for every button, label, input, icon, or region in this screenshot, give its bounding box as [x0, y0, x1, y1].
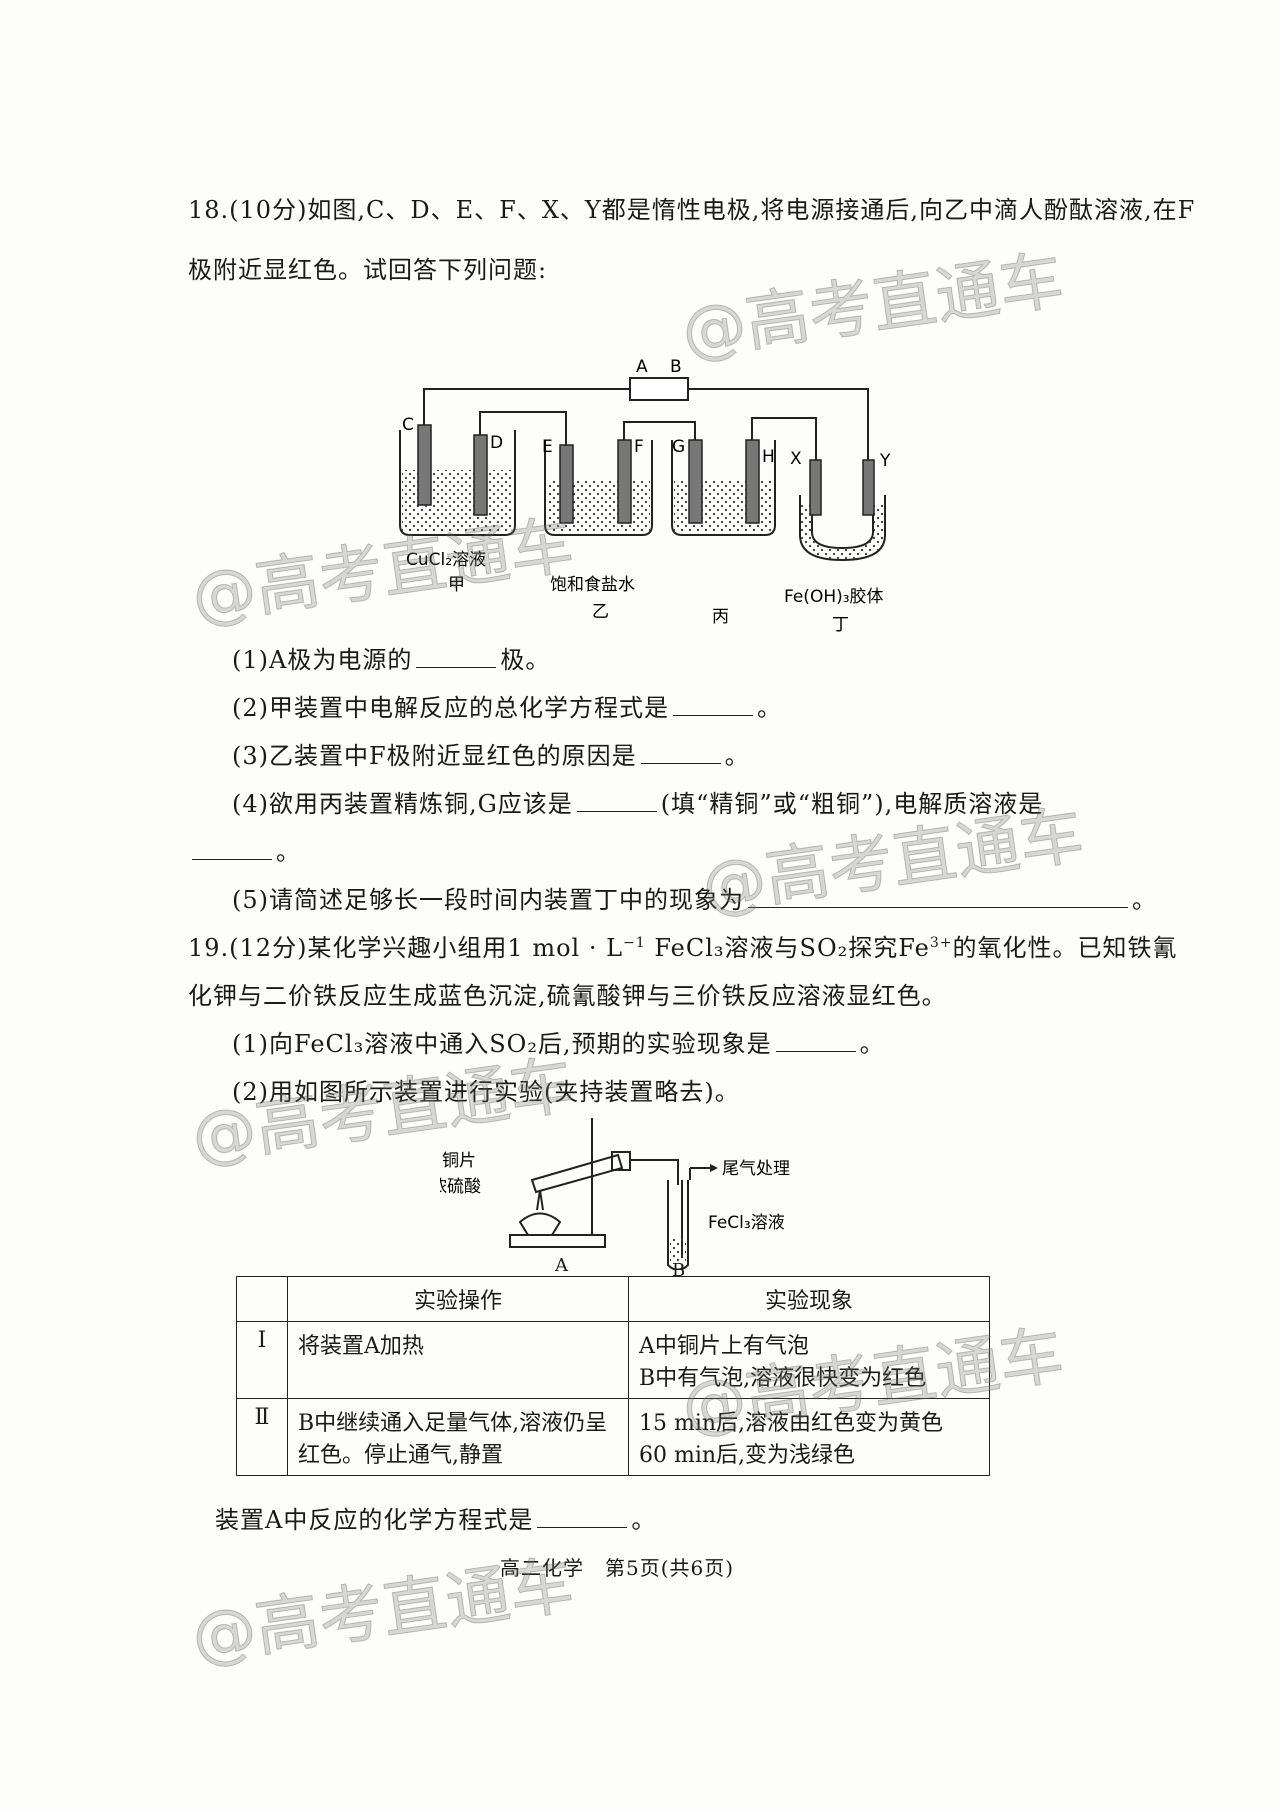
jia-label: 甲 — [448, 575, 465, 595]
page-footer: 高二化学 第5页(共6页) — [500, 1556, 735, 1580]
table-header: 实验操作 实验现象 — [236, 1276, 990, 1322]
table-row: Ⅱ B中继续通入足量气体,溶液仍呈红色。停止通气,静置 15 min后,溶液由红… — [236, 1398, 990, 1476]
q18-sub2: (2)甲装置中电解反应的总化学方程式是。 — [232, 694, 782, 722]
ding-label: 丁 — [832, 615, 849, 635]
svg-text:H: H — [762, 447, 775, 467]
electrode-g — [688, 439, 703, 524]
q18-line1: 18.(10分)如图,C、D、E、F、X、Y都是惰性电极,将电源接通后,向乙中滴… — [188, 196, 1196, 224]
q18-sub1: (1)A极为电源的极。 — [232, 646, 551, 674]
svg-text:D: D — [490, 433, 503, 453]
fecl3-label: FeCl₃溶液 — [708, 1213, 785, 1233]
q19-sub2: (2)用如图所示装置进行实验(夹持装置略去)。 — [232, 1078, 740, 1106]
yi-label: 乙 — [592, 602, 609, 622]
electrolysis-diagram: A B C D E F G H X Y CuCl₂溶液 甲 饱和食盐水 乙 丙 … — [399, 357, 891, 635]
q19-line1: 19.(12分)某化学兴趣小组用1 mol · L−1 FeCl₃溶液与SO₂探… — [188, 934, 1178, 962]
q19-line2: 化钾与二价铁反应生成蓝色沉淀,硫氰酸钾与三价铁反应溶液显红色。 — [188, 982, 947, 1010]
jia-solution-label: CuCl₂溶液 — [406, 550, 486, 570]
apparatus-diagram: 铜片 浓硫酸 尾气处理 FeCl₃溶液 — [440, 1118, 790, 1270]
q18-sub4: (4)欲用丙装置精炼铜,G应该是(填“精铜”或“粗铜”),电解质溶液是 — [232, 790, 1044, 818]
q18-sub4-cont: 。 — [188, 832, 301, 867]
q18-sub3: (3)乙装置中F极附近显红色的原因是。 — [232, 742, 750, 770]
electrode-d — [473, 434, 488, 516]
copper-label: 铜片 — [442, 1151, 476, 1171]
svg-text:F: F — [634, 437, 644, 457]
header-operation: 实验操作 — [287, 1276, 629, 1322]
q18-line2: 极附近显红色。试回答下列问题: — [188, 256, 548, 284]
ding-solution-label: Fe(OH)₃胶体 — [784, 587, 884, 607]
q19-sub1: (1)向FeCl₃溶液中通入SO₂后,预期的实验现象是。 — [232, 1030, 885, 1058]
electrode-y — [862, 459, 875, 516]
tail-gas-label: 尾气处理 — [722, 1159, 790, 1179]
svg-text:G: G — [672, 437, 685, 457]
svg-text:E: E — [542, 437, 553, 457]
svg-text:Y: Y — [879, 451, 891, 471]
svg-text:X: X — [790, 449, 802, 469]
power-label-b: B — [670, 357, 682, 377]
power-label-a: A — [636, 357, 648, 377]
electrode-e — [559, 444, 574, 524]
electrode-x — [809, 459, 822, 516]
header-phenomenon: 实验现象 — [628, 1276, 990, 1322]
svg-text:C: C — [402, 415, 414, 435]
electrode-c — [417, 424, 432, 506]
apparatus-label-a: A — [555, 1255, 569, 1276]
bing-label: 丙 — [712, 607, 729, 627]
yi-solution-label: 饱和食盐水 — [550, 575, 635, 595]
apparatus-label-b: B — [672, 1260, 687, 1281]
q18-sub5: (5)请简述足够长一段时间内装置丁中的现象为。 — [232, 886, 1157, 914]
electrode-f — [617, 439, 632, 524]
q19-equation-prompt: 装置A中反应的化学方程式是。 — [215, 1506, 657, 1534]
electrode-h — [745, 439, 760, 524]
acid-label: 浓硫酸 — [440, 1177, 481, 1197]
